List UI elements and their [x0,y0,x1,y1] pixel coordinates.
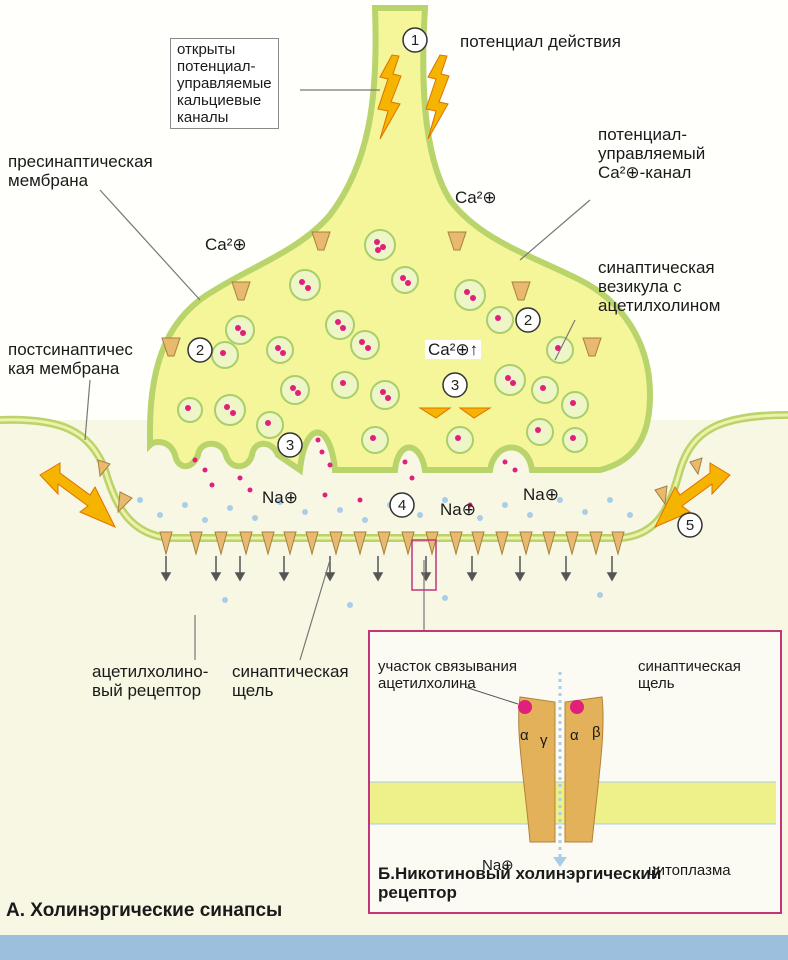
figure-caption: А. Холинэргические синапсы [6,900,282,922]
vesicle-label: синаптическая везикула с ацетилхолином [598,258,720,315]
voltage-channel-label: потенциал- управляемый Ca²⊕-канал [598,125,705,182]
na-right-label: Na⊕ [523,485,559,504]
action-potential-label: потенциал действия [460,32,621,51]
step-number-2a: 2 [196,342,204,359]
binding-site-left-icon [518,700,532,714]
step-number-2b: 2 [524,312,532,329]
step-number-5: 5 [686,517,694,534]
inset-cleft-label: синаптическая щель [638,658,741,692]
greek-beta: β [592,724,601,741]
step-number-3b: 3 [286,437,294,454]
na-mid-label: Na⊕ [440,500,476,519]
step-number-4: 4 [398,497,406,514]
ca-center-label: Ca²⊕↑ [425,340,481,359]
binding-site-right-icon [570,700,584,714]
cleft-label: синаптическая щель [232,662,349,700]
ca-top-label: Ca²⊕ [455,188,497,207]
greek-alpha-left: α [520,727,529,744]
step-number-1: 1 [411,32,419,49]
greek-alpha-right: α [570,727,579,744]
na-left-label: Na⊕ [262,488,298,507]
greek-gamma: γ [540,732,548,749]
bottom-strip [0,935,788,960]
ca-left-label: Ca²⊕ [205,235,247,254]
step-number-3a: 3 [451,377,459,394]
presynaptic-membrane-label: пресинаптическая мембрана [8,152,153,190]
open-channels-label: открыты потенциал- управляемые кальциевы… [170,38,279,129]
inset-title: Б.Никотиновый холинэргический рецептор [378,864,661,902]
nicotinic-receptor-inset: участок связывания ацетилхолина синаптич… [368,630,782,914]
binding-site-label: участок связывания ацетилхолина [378,658,517,692]
receptor-label: ацетилхолино- вый рецептор [92,662,208,700]
postsynaptic-membrane-label: постсинаптичес кая мембрана [8,340,133,378]
